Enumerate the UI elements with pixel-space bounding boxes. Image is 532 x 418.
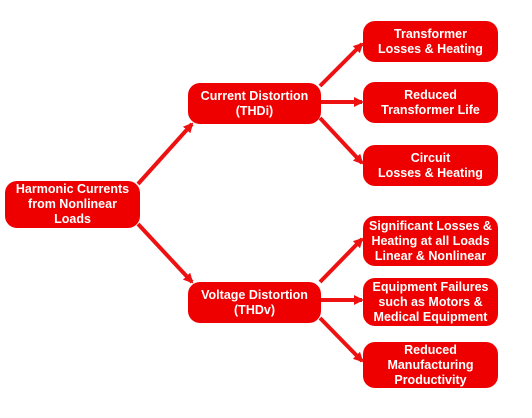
effect-node-equipment-failures: Equipment Failures such as Motors & Medi…	[363, 278, 498, 326]
arrow-current-to-effect-3	[318, 116, 364, 165]
effect-node-reduced-productivity: Reduced Manufacturing Productivity	[363, 342, 498, 388]
arrow-voltage-to-effect-1	[318, 237, 364, 284]
effect-node-transformer-losses: Transformer Losses & Heating	[363, 21, 498, 62]
effect-label: Transformer Losses & Heating	[378, 26, 483, 56]
effect-label: Reduced Manufacturing Productivity	[387, 342, 474, 387]
arrow-voltage-to-effect-3	[318, 316, 364, 363]
arrow-root-to-current	[136, 122, 194, 186]
effect-node-significant-losses: Significant Losses & Heating at all Load…	[363, 216, 498, 266]
arrow-current-to-effect-1	[318, 42, 364, 88]
branch-label: Voltage Distortion (THDv)	[201, 287, 308, 317]
effect-label: Significant Losses & Heating at all Load…	[369, 218, 492, 263]
branch-label: Current Distortion (THDi)	[200, 88, 309, 118]
effect-node-circuit-losses: Circuit Losses & Heating	[363, 145, 498, 186]
branch-node-voltage-distortion: Voltage Distortion (THDv)	[188, 282, 321, 323]
branch-node-current-distortion: Current Distortion (THDi)	[188, 83, 321, 124]
root-node: Harmonic Currents from Nonlinear Loads	[5, 181, 140, 228]
effect-label: Circuit Losses & Heating	[378, 150, 483, 180]
effect-label: Reduced Transformer Life	[381, 87, 480, 117]
arrow-root-to-voltage	[136, 222, 194, 284]
root-node-label: Harmonic Currents from Nonlinear Loads	[15, 182, 130, 226]
effect-label: Equipment Failures such as Motors & Medi…	[372, 279, 489, 324]
effect-node-reduced-transformer-life: Reduced Transformer Life	[363, 82, 498, 123]
